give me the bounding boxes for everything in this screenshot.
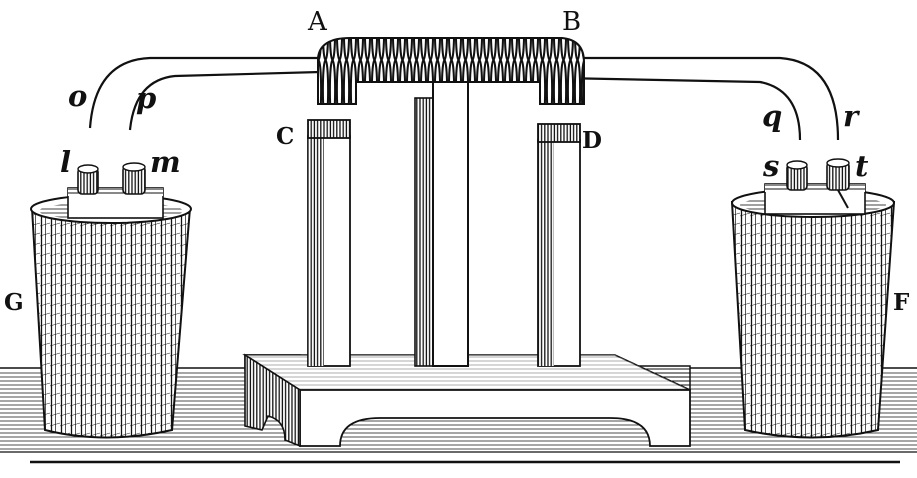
pillar-d: [537, 123, 581, 367]
pillar-c: [307, 119, 351, 367]
label-r: r: [843, 99, 861, 133]
wire-r: [580, 56, 840, 141]
label-d: D: [582, 127, 602, 154]
labels: A B C D G F o p q r l m s t: [4, 7, 910, 316]
battery-jar-f: [730, 158, 896, 439]
label-s: s: [762, 149, 779, 183]
label-a: A: [307, 7, 328, 37]
wire-q: [559, 76, 802, 141]
label-m: m: [150, 145, 181, 179]
label-o: o: [68, 79, 87, 113]
label-f: F: [893, 289, 910, 316]
label-c: C: [276, 123, 294, 150]
battery-jar-g: [30, 162, 192, 439]
label-l: l: [60, 145, 71, 179]
label-q: q: [762, 99, 782, 133]
label-p: p: [136, 81, 156, 115]
center-post: [414, 62, 469, 367]
label-b: B: [562, 7, 581, 37]
wire-p: [128, 70, 321, 131]
wires: [88, 56, 840, 141]
wire-o: [88, 56, 330, 129]
label-g: G: [4, 289, 24, 316]
label-t: t: [855, 149, 869, 183]
electromagnet-coil: [317, 37, 585, 105]
